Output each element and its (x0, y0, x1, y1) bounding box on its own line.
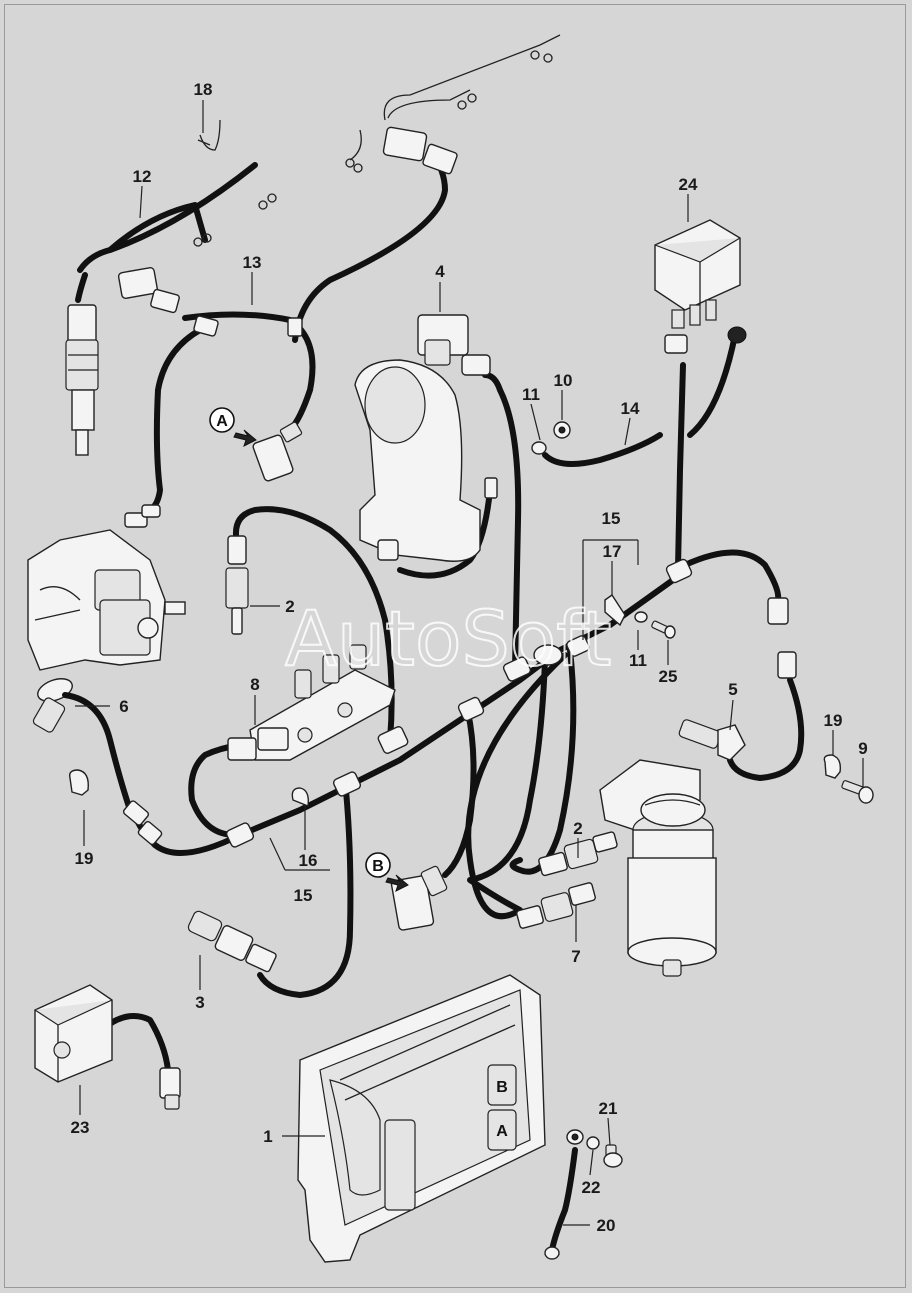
intake-manifold (354, 359, 498, 562)
engine-control-unit-1 (297, 974, 546, 1263)
callout-11-top: 11 (522, 385, 540, 404)
connector-ref-a-label: A (216, 413, 228, 430)
high-pressure-pump (27, 504, 186, 671)
temperature-sensor-2-top (225, 535, 249, 635)
ecu-port-a-label: A (496, 1123, 508, 1140)
washer-nut-10-11 (531, 421, 571, 455)
callout-13: 13 (243, 253, 262, 272)
injector-harness-plugs (345, 50, 553, 175)
harness-12-connectors (117, 193, 277, 314)
fuel-rail-8 (227, 644, 396, 761)
callout-23: 23 (71, 1118, 90, 1137)
callout-11-right: 11 (629, 651, 647, 670)
arrow-right-icon (233, 429, 257, 447)
fuel-injector (65, 304, 99, 456)
callout-8: 8 (250, 675, 259, 694)
bracket-17-fasteners (604, 594, 676, 639)
callout-20: 20 (597, 1216, 616, 1235)
callout-2-top: 2 (285, 597, 294, 616)
callout-7: 7 (571, 947, 580, 966)
fuel-filter (599, 759, 717, 977)
clip-19-left (68, 769, 89, 796)
callout-17: 17 (603, 542, 622, 561)
watermark-text: AutoSoft (285, 594, 611, 683)
connector-ref-b-label: B (372, 858, 384, 875)
filter-sensors-2-7 (516, 831, 618, 929)
connector-ref-b: B (365, 852, 409, 892)
callout-15-bottom: 15 (294, 886, 313, 905)
callout-4: 4 (435, 262, 445, 281)
callout-3: 3 (195, 993, 204, 1012)
connector-5 (678, 597, 797, 761)
bolt-9 (841, 780, 874, 804)
callout-5: 5 (728, 680, 737, 699)
leader-lines (75, 100, 864, 1226)
callout-19-right: 19 (824, 711, 843, 730)
ground-fasteners-20-22 (544, 1129, 623, 1260)
callout-labels: 18 12 13 4 24 11 10 14 15 17 2 11 25 8 6… (71, 80, 868, 1235)
relay-24 (654, 219, 747, 354)
sensor-4 (417, 314, 491, 376)
arrow-right-icon (385, 874, 409, 892)
ecu-port-b: B (487, 1064, 517, 1106)
callout-9: 9 (858, 739, 867, 758)
junction-block-23 (34, 984, 181, 1110)
sensor-6 (32, 678, 133, 813)
callout-19-left: 19 (75, 849, 94, 868)
callout-15-right: 15 (602, 509, 621, 528)
callout-10: 10 (554, 371, 573, 390)
callout-2-filter: 2 (573, 819, 582, 838)
clip-19-right (823, 754, 842, 779)
callout-1: 1 (263, 1127, 272, 1146)
diagram-frame (4, 4, 906, 1288)
callout-16: 16 (299, 851, 318, 870)
plug-b (390, 865, 448, 931)
callout-6: 6 (119, 697, 128, 716)
harness-junctions (122, 558, 693, 848)
cable-tie-18 (197, 119, 221, 151)
ecu-port-b-label: B (496, 1079, 508, 1096)
callout-18: 18 (194, 80, 213, 99)
harness-13-plug-a (193, 315, 303, 482)
pressure-sensor-3 (187, 910, 277, 973)
callout-24: 24 (679, 175, 698, 194)
wiring-harness (75, 34, 805, 1253)
connector-ref-a: A (209, 407, 257, 447)
callout-12: 12 (133, 167, 152, 186)
ecu-port-a: A (487, 1109, 517, 1151)
callout-22: 22 (582, 1178, 601, 1197)
callout-21: 21 (599, 1099, 618, 1118)
callout-25: 25 (659, 667, 678, 686)
callout-14: 14 (621, 399, 640, 418)
